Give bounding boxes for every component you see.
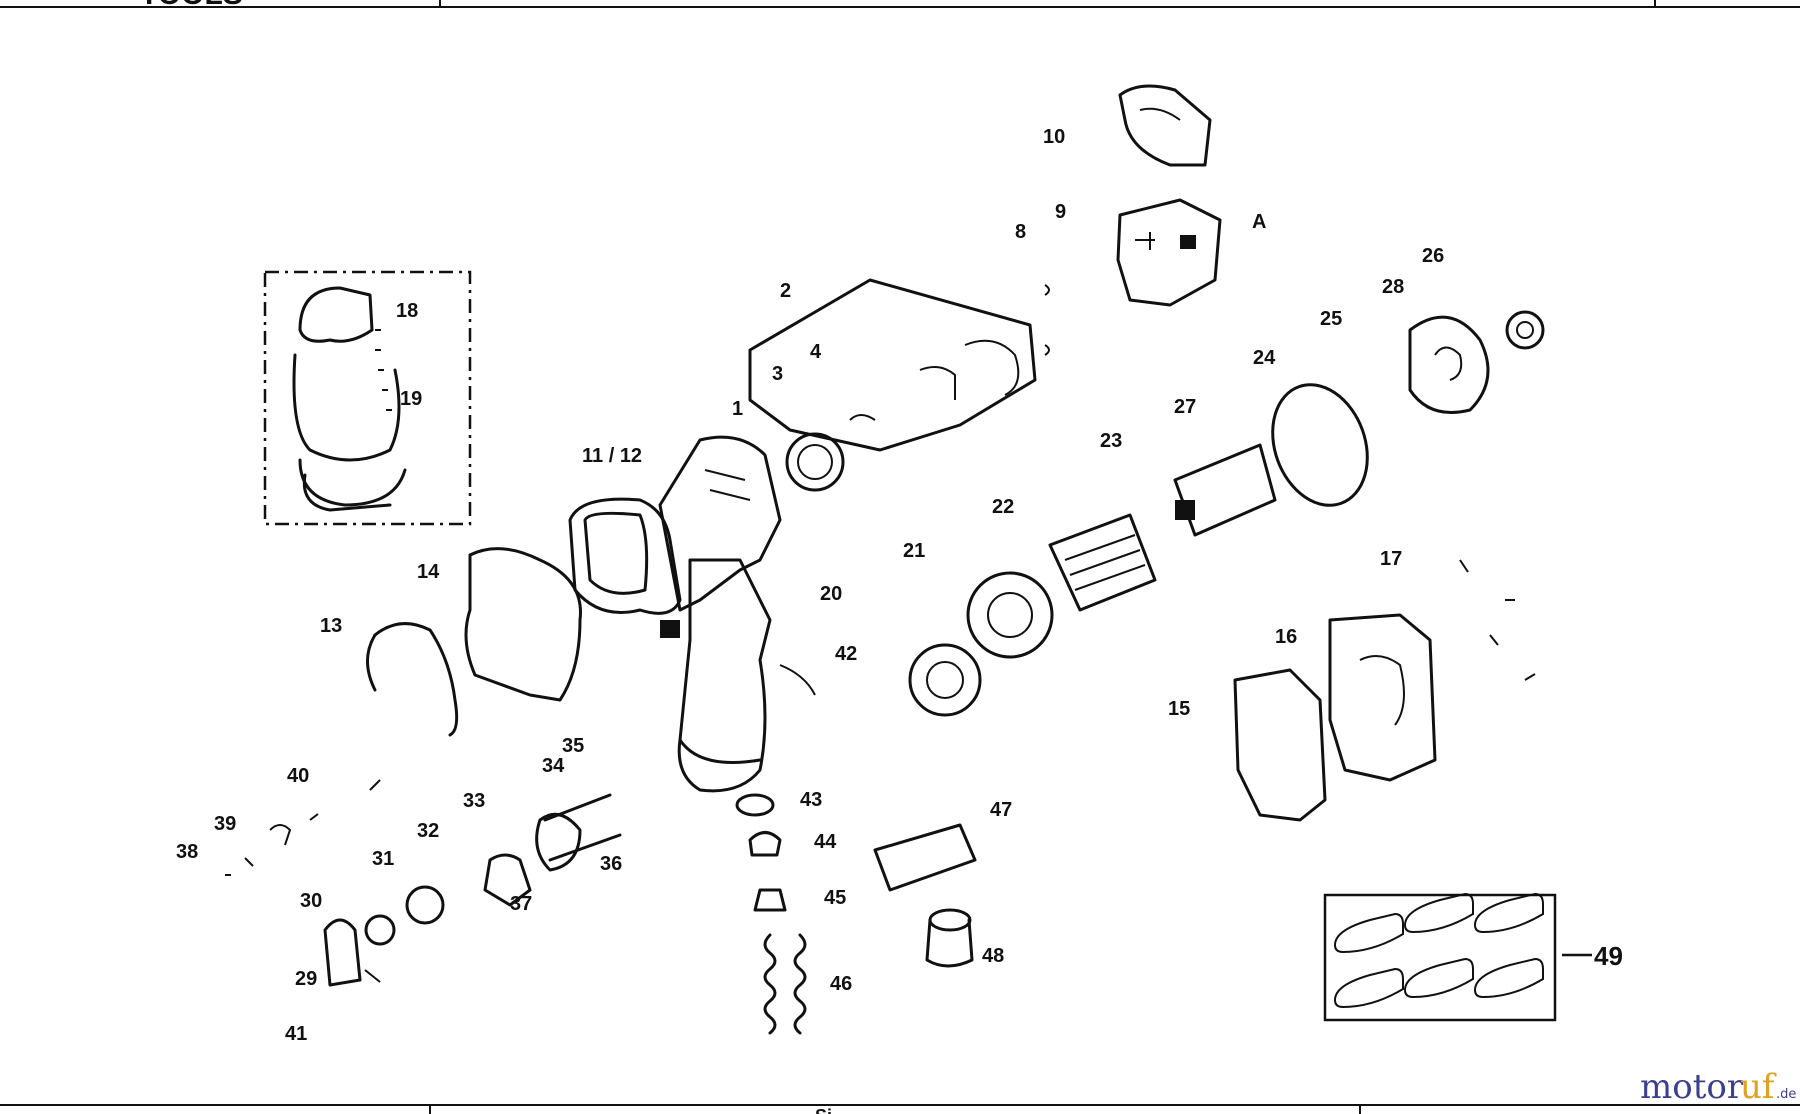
callout-11-12: 11 / 12 (582, 445, 642, 467)
footer-fragment: Si (815, 1106, 832, 1114)
callout-16: 16 (1275, 626, 1297, 648)
callout-17: 17 (1380, 548, 1402, 570)
callout-28: 28 (1382, 276, 1404, 298)
callout-43: 43 (800, 789, 822, 811)
callout-37: 37 (510, 893, 532, 915)
callout-labels: 10 9 8 A 2 4 3 1 11 / 12 18 19 14 13 20 … (176, 126, 1623, 1045)
watermark-suffix: .de (1776, 1087, 1796, 1102)
callout-47: 47 (990, 799, 1012, 821)
ring-21 (966, 571, 1054, 659)
back-cover (1233, 613, 1437, 822)
callout-26: 26 (1422, 245, 1444, 267)
bearing-26 (1505, 310, 1545, 350)
callout-39: 39 (214, 813, 236, 835)
callout-18: 18 (396, 300, 418, 322)
callout-41: 41 (285, 1023, 307, 1045)
callout-38: 38 (176, 841, 198, 863)
callout-A: A (1252, 211, 1266, 233)
callout-23: 23 (1100, 430, 1122, 452)
part-43 (735, 793, 775, 817)
header-fragment: TOOLS (140, 0, 243, 11)
callout-25: 25 (1320, 308, 1342, 330)
callout-20: 20 (820, 583, 842, 605)
plate-47 (873, 823, 977, 892)
part-45 (753, 888, 787, 912)
bearing-26-inner (1516, 321, 1534, 339)
ring-1 (785, 432, 845, 492)
callout-45: 45 (824, 887, 846, 909)
callout-29: 29 (295, 968, 317, 990)
callout-24: 24 (1253, 347, 1276, 369)
battery-inset (263, 270, 472, 526)
callout-8: 8 (1015, 221, 1026, 243)
front-cover (366, 547, 582, 737)
callout-33: 33 (463, 790, 485, 812)
pin-42 (779, 664, 816, 696)
plate-28 (1408, 315, 1490, 414)
callout-49: 49 (1594, 941, 1623, 971)
brake-pad-set (1323, 892, 1592, 1022)
callout-35: 35 (562, 735, 584, 757)
callout-21: 21 (903, 540, 925, 562)
callout-10: 10 (1043, 126, 1065, 148)
callout-22: 22 (992, 496, 1014, 518)
callout-40: 40 (287, 765, 309, 787)
callout-14: 14 (417, 561, 440, 583)
callout-27: 27 (1174, 396, 1196, 418)
callout-4: 4 (810, 341, 822, 363)
ring-1-inner (797, 444, 833, 480)
rotor (1048, 443, 1277, 612)
callout-13: 13 (320, 615, 342, 637)
callout-2: 2 (780, 280, 791, 302)
callout-36: 36 (600, 853, 622, 875)
callout-19: 19 (400, 388, 422, 410)
tool-body (568, 435, 782, 793)
part-44 (748, 831, 782, 857)
watermark-part1: motor (1640, 1067, 1744, 1107)
callout-46: 46 (830, 973, 852, 995)
cover-part-10 (1118, 84, 1212, 167)
callout-44: 44 (814, 831, 837, 853)
callout-42: 42 (835, 643, 857, 665)
callout-32: 32 (417, 820, 439, 842)
gasket-24 (1271, 383, 1369, 507)
part-48 (925, 908, 974, 968)
bearing-20 (908, 643, 982, 717)
screw-8 (1044, 284, 1050, 296)
callout-31: 31 (372, 848, 394, 870)
bearing-20-inner (926, 661, 964, 699)
watermark-part2: uf (1740, 1067, 1777, 1107)
motoruf-watermark: motor uf .de (1640, 1067, 1796, 1107)
callout-1: 1 (732, 398, 743, 420)
ring-21-inner (987, 592, 1033, 638)
motor-housing (748, 278, 1037, 452)
callout-34: 34 (542, 755, 565, 777)
trigger-assembly (225, 779, 622, 987)
callout-15: 15 (1168, 698, 1190, 720)
callout-30: 30 (300, 890, 322, 912)
screws-17 (1459, 559, 1536, 681)
spring-46 (763, 933, 807, 1035)
cover-part-9 (1116, 198, 1222, 307)
callout-48: 48 (982, 945, 1004, 967)
callout-3: 3 (772, 363, 783, 385)
callout-9: 9 (1055, 201, 1066, 223)
screw-4 (1044, 344, 1050, 356)
